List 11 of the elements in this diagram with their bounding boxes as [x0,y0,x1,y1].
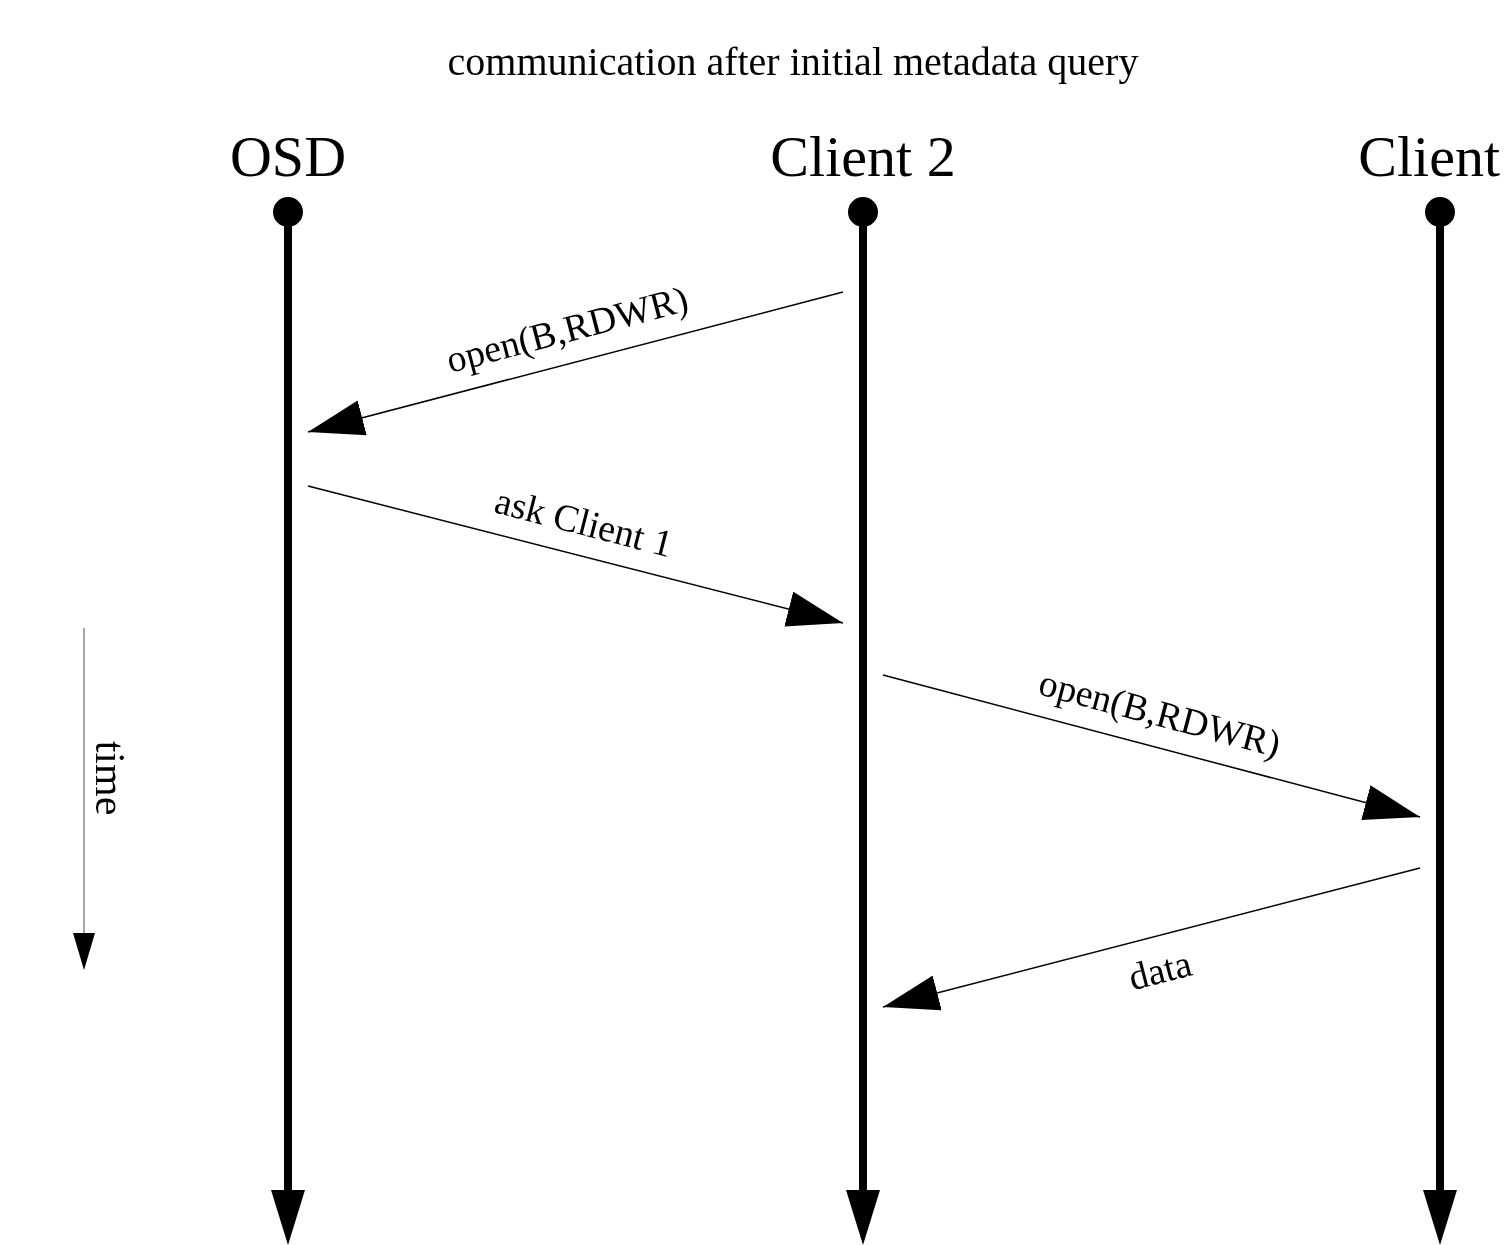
message-label: ask Client 1 [491,480,677,563]
message-arrow [307,291,844,436]
participant-name: Client [1358,128,1500,186]
message-arrow [882,674,1421,821]
participant-name: OSD [230,128,346,186]
axis-label: time [89,740,131,816]
diagram-title: communication after initial metadata query [447,42,1139,82]
participant-name: Client 2 [770,128,956,186]
message-arrow [307,485,844,627]
message-arrow [882,867,1421,1011]
message-label: data [1124,944,1196,997]
